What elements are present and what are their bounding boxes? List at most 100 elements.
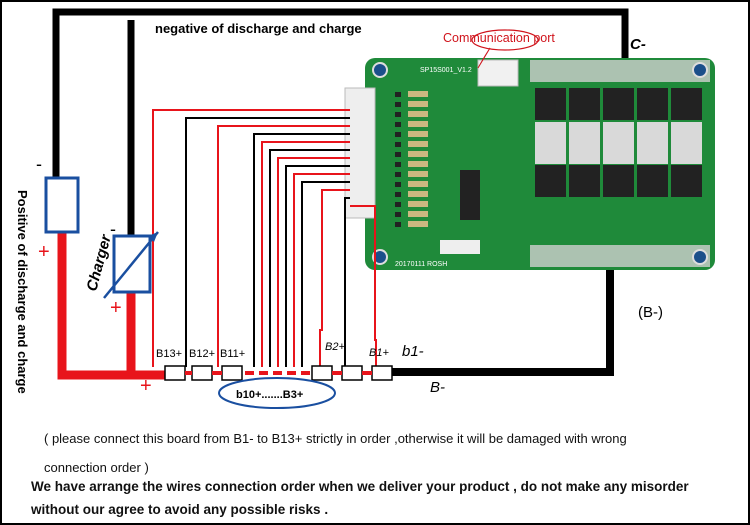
battery-cell: [191, 365, 213, 381]
balance-wire: [344, 197, 350, 367]
smd-component: [395, 182, 401, 187]
balance-wire: [301, 181, 350, 367]
balance-wire: [185, 117, 350, 367]
smd-component: [395, 132, 401, 137]
mosfet: [603, 165, 634, 197]
smd-component: [408, 181, 428, 187]
smd-component: [395, 152, 401, 157]
smd-component: [395, 122, 401, 127]
smd-component: [408, 191, 428, 197]
b12-label: B12+: [189, 348, 215, 360]
mosfet-tab: [671, 138, 702, 164]
smd-component: [395, 92, 401, 97]
load-box: [44, 176, 80, 234]
plus-sign: +: [38, 241, 50, 263]
mosfet: [603, 88, 634, 120]
smd-component: [395, 172, 401, 177]
balance-wire: [152, 109, 350, 367]
comm-port-arrow: [477, 47, 491, 69]
mosfet: [569, 165, 600, 197]
charger-plus-sign: +: [110, 297, 122, 319]
battery-cells: [164, 365, 393, 381]
c-minus-label: C-: [630, 36, 646, 53]
mosfet-tab: [569, 138, 600, 164]
b2-label: B2+: [325, 341, 345, 353]
warning-line-1: We have arrange the wires connection ord…: [31, 479, 689, 494]
mosfet: [637, 88, 668, 120]
board-model: SP15S001_V1.2: [420, 67, 472, 74]
positive-label: Positive of discharge and charge: [15, 190, 30, 394]
b1-label: B1+: [369, 347, 389, 359]
board-date: 20170111 ROSH: [395, 261, 447, 268]
b1-minus-label: b1-: [402, 343, 424, 360]
b10-b3-ellipse: [218, 377, 336, 409]
balance-wire: [261, 141, 350, 367]
smd-component: [408, 91, 428, 97]
pack-plus-sign: +: [140, 375, 152, 397]
smd-component: [395, 192, 401, 197]
b-minus-label: B-: [430, 379, 445, 396]
balance-wire: [285, 165, 350, 367]
mosfet: [535, 165, 566, 197]
smd-component: [395, 112, 401, 117]
mosfet: [671, 165, 702, 197]
smd-component: [395, 162, 401, 167]
mosfet: [535, 88, 566, 120]
warning-line-2: without our agree to avoid any possible …: [31, 502, 329, 517]
charger-label: Charger: [83, 232, 115, 293]
smd-component: [408, 211, 428, 217]
charger-minus-sign: -: [110, 219, 116, 239]
balance-wire: [253, 133, 350, 367]
smd-component: [408, 111, 428, 117]
b10-b3-label: b10+.......B3+: [236, 389, 303, 401]
balance-wire: [217, 125, 350, 367]
balance-wire: [319, 189, 350, 367]
smd-component: [408, 171, 428, 177]
charger-icon: [103, 231, 159, 299]
battery-cell: [371, 365, 393, 381]
mosfet: [637, 165, 668, 197]
comm-port-label: Communication port: [443, 31, 555, 45]
battery-cell: [164, 365, 186, 381]
smd-component: [395, 142, 401, 147]
b-minus-paren-label: (B-): [638, 304, 663, 321]
smd-component: [408, 161, 428, 167]
minus-sign: -: [36, 154, 42, 174]
smd-component: [395, 212, 401, 217]
smd-component: [395, 102, 401, 107]
negative-wire: [52, 8, 629, 178]
b13-label: B13+: [156, 348, 182, 360]
smd-component: [395, 202, 401, 207]
instruction-line-1: ( please connect this board from B1- to …: [44, 431, 627, 446]
balance-wire: [269, 149, 350, 367]
battery-cell: [341, 365, 363, 381]
balance-wire: [350, 205, 377, 367]
battery-cell: [311, 365, 333, 381]
smd-component: [408, 131, 428, 137]
mosfet-tab: [535, 138, 566, 164]
smd-component: [408, 151, 428, 157]
balance-wire: [293, 173, 350, 367]
smd-component: [408, 121, 428, 127]
smd-component: [408, 201, 428, 207]
battery-cell: [221, 365, 243, 381]
communication-port-connector: [477, 59, 519, 87]
b-minus-wire: [392, 270, 614, 376]
mosfet: [569, 88, 600, 120]
smd-component: [408, 141, 428, 147]
mosfet-tab: [637, 138, 668, 164]
mosfet-tab: [603, 138, 634, 164]
smd-component: [408, 221, 428, 227]
balance-wire: [277, 157, 350, 367]
comm-port-callout: [471, 29, 539, 51]
smd-component: [395, 222, 401, 227]
b11-label: B11+: [220, 348, 245, 360]
negative-label: negative of discharge and charge: [155, 21, 362, 36]
smd-component: [408, 101, 428, 107]
balance-wires: [152, 109, 377, 367]
mosfet: [671, 88, 702, 120]
instruction-line-2: connection order ): [44, 460, 149, 475]
